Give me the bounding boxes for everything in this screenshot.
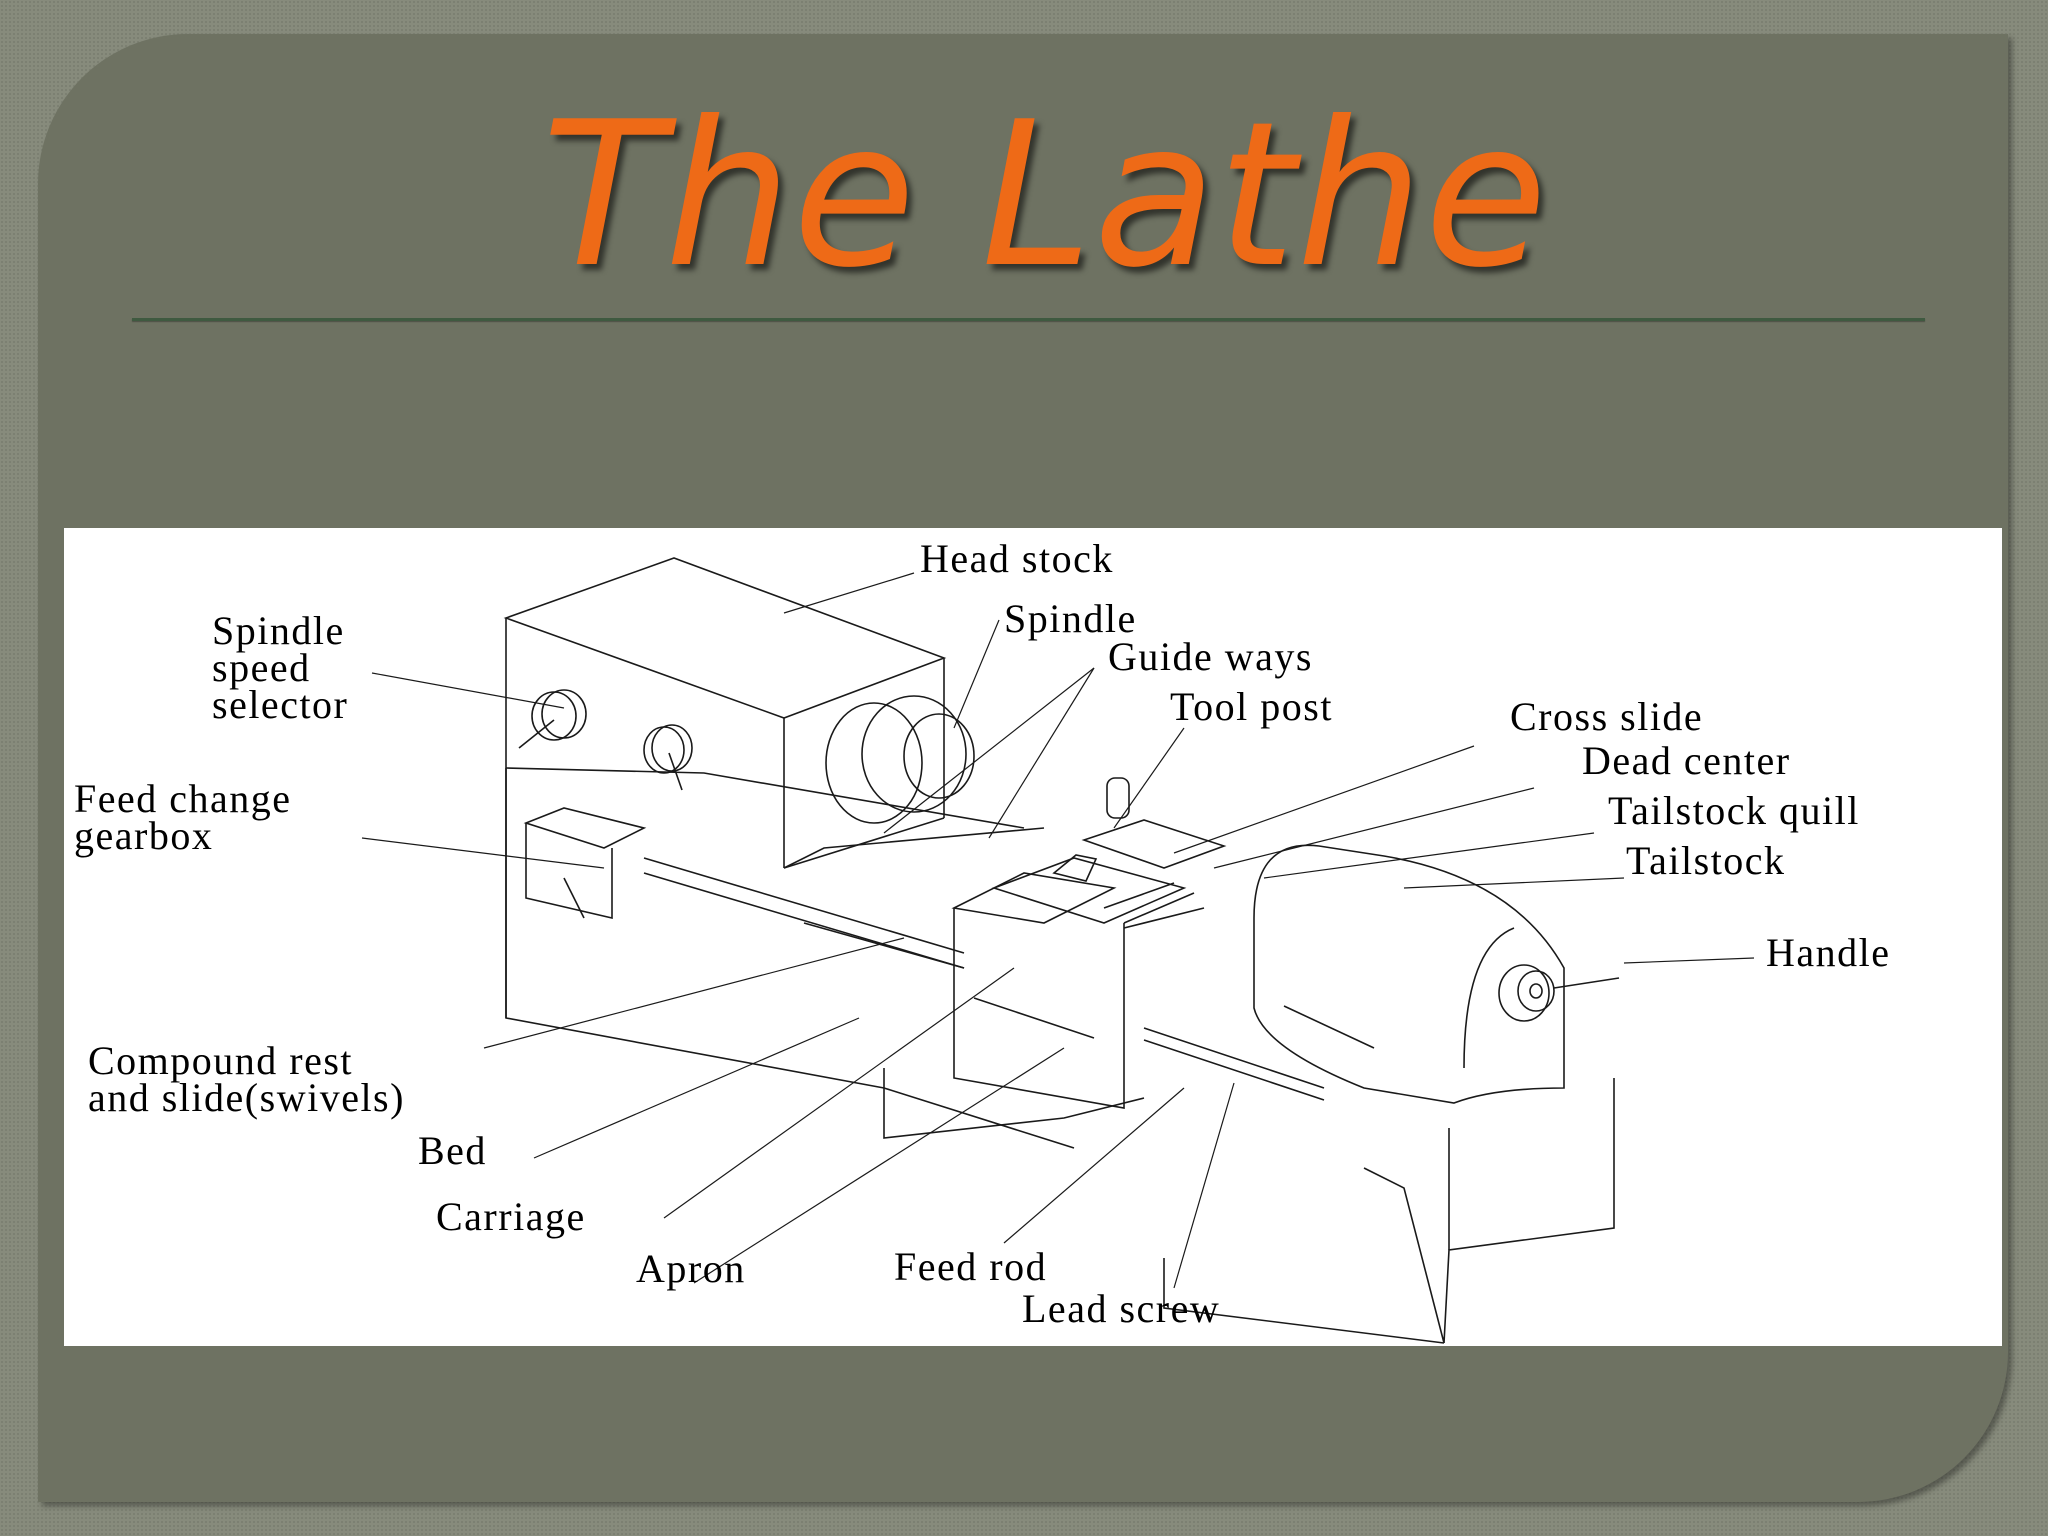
label-feed-rod: Feed rod	[894, 1244, 1048, 1289]
label-compound-rest: Compound rest and slide(swivels)	[88, 1038, 405, 1120]
label-apron: Apron	[636, 1246, 746, 1291]
speed-selector-dials	[518, 689, 693, 791]
label-tailstock: Tailstock	[1626, 838, 1786, 883]
label-cross-slide: Cross slide	[1510, 694, 1704, 739]
tailstock-shape	[1253, 844, 1620, 1104]
carriage-shape	[951, 777, 1227, 1109]
label-tailstock-quill: Tailstock quill	[1608, 788, 1860, 833]
label-spindle: Spindle	[1004, 596, 1137, 641]
label-dead-center: Dead center	[1582, 738, 1791, 783]
label-feed-change-gearbox: Feed change gearbox	[74, 776, 292, 858]
label-lead-screw: Lead screw	[1022, 1286, 1221, 1331]
lathe-bed-shape	[505, 767, 1615, 1344]
headstock-shape	[503, 557, 1045, 869]
title-divider	[132, 318, 1925, 321]
slide-title: The Lathe	[541, 79, 1549, 312]
feed-rods	[643, 857, 1325, 1101]
label-handle: Handle	[1766, 930, 1891, 975]
lathe-drawing	[361, 557, 1755, 1344]
gearbox-shape	[523, 807, 647, 920]
label-guide-ways: Guide ways	[1108, 634, 1313, 679]
leader-lines	[361, 572, 1755, 1289]
spindle-shape	[825, 695, 975, 824]
label-tool-post: Tool post	[1170, 684, 1333, 729]
label-head-stock: Head stock	[920, 536, 1114, 581]
label-spindle-speed-selector: Spindle speed selector	[212, 608, 349, 727]
lathe-diagram: Head stock Spindle Spindle speed selecto…	[64, 528, 2002, 1346]
label-bed: Bed	[418, 1128, 487, 1173]
label-carriage: Carriage	[436, 1194, 586, 1239]
motion-arrows	[973, 882, 1375, 1049]
